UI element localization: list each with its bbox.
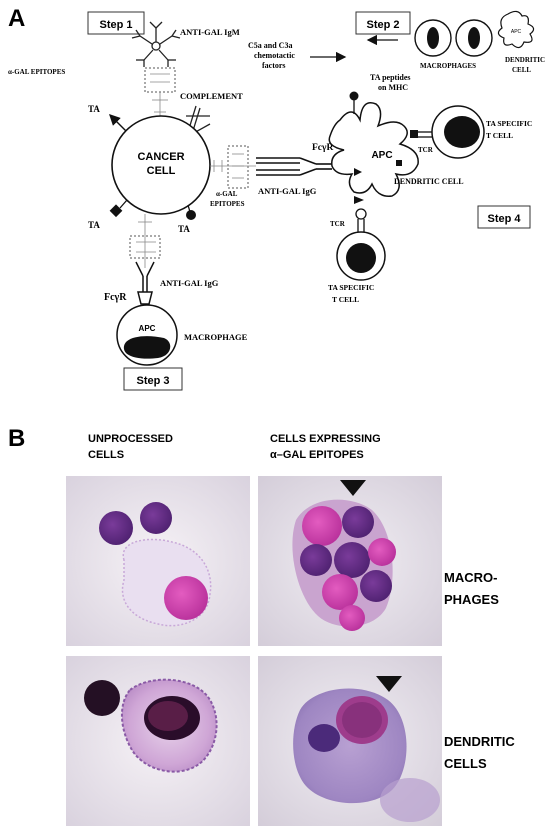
step3-label: Step 3 (136, 375, 169, 387)
c5a-line2: chemotactic (254, 51, 295, 60)
tcr-label-lower: TCR (330, 220, 346, 228)
step2-box: Step 2 (355, 11, 411, 35)
ta-arrow-marker (109, 114, 127, 132)
small-dc-apc-label: APC (511, 29, 522, 35)
ta-label-topleft: TA (88, 104, 100, 114)
tcr-label-right: TCR (418, 146, 434, 154)
ta-peptides-line2: on MHC (378, 83, 408, 92)
anti-gal-igm-label: ANTI-GAL IgM (180, 27, 240, 37)
ta-round-marker (186, 204, 196, 220)
tcr-contact-right (410, 130, 432, 138)
alpha-gal-epitope-cluster-low (129, 214, 161, 268)
ta-specific-t-cell-lower (336, 231, 386, 281)
cancer-cell: CANCER CELL (111, 115, 211, 215)
ta-specific-lower-2: T CELL (332, 295, 359, 304)
micrograph-alpha-gal-macrophages (258, 476, 442, 646)
alpha-gal-epitope-cluster-mid (210, 145, 256, 189)
ta-specific-lower-1: TA SPECIFIC (328, 283, 374, 292)
anti-gal-igg-label-mid: ANTI-GAL IgG (258, 186, 317, 196)
step4-box: Step 4 (477, 205, 531, 229)
fcgr-label-dc: FcγR (312, 143, 333, 153)
row1-label-line1: MACRO- (444, 570, 497, 585)
ta-label-bottomleft: TA (88, 220, 100, 230)
cancer-cell-label-line1: CANCER (137, 151, 184, 163)
dc-apc-label: APC (371, 150, 392, 161)
panel-a-letter: A (8, 5, 25, 32)
row2-label-line2: CELLS (444, 756, 487, 771)
ta-peptide-mhc-marker (349, 91, 359, 101)
c5a-line1: C5a and C3a (248, 41, 292, 50)
col2-header-line2: α–GAL EPITOPES (270, 449, 364, 461)
ta-specific-right-1: TA SPECIFIC (486, 119, 532, 128)
small-dendritic-cell-icon: APC (497, 10, 535, 49)
tcr-contact-lower (354, 196, 367, 232)
row2-label-line1: DENDRITIC (444, 734, 515, 749)
c5a-line3: factors (262, 61, 286, 70)
macrophage-apc-label: APC (139, 324, 156, 333)
igm-pentamer-icon (131, 21, 181, 67)
macrophage-label: MACROPHAGE (184, 332, 248, 342)
dendritic-cell-label: DENDRITIC CELL (394, 177, 464, 186)
ta-square-marker (109, 199, 128, 218)
igg-macrophage-icon (135, 261, 155, 305)
igg-dendritic-icon (256, 157, 332, 176)
step2-label: Step 2 (366, 19, 399, 31)
alpha-gal-mid-label-1: α-GAL (216, 190, 238, 198)
micrograph-unprocessed-dendritic (66, 656, 250, 826)
ta-label-bottomright: TA (178, 224, 190, 234)
recruited-macrophages (414, 19, 493, 57)
ta-peptides-line1: TA peptides (370, 73, 411, 82)
dendritic-label-1: DENDRITIC (505, 56, 545, 64)
col2-header-line1: CELLS EXPRESSING (270, 433, 381, 445)
anti-gal-igg-label-low: ANTI-GAL IgG (160, 278, 219, 288)
row1-label-line2: PHAGES (444, 592, 499, 607)
arrowhead-marker-macrophage (340, 480, 366, 496)
arrowhead-marker-dendritic (376, 676, 402, 692)
macrophages-label: MACROPHAGES (420, 62, 476, 70)
fcgr-label-macrophage: FcγR (104, 292, 127, 303)
step1-label: Step 1 (99, 19, 132, 31)
col1-header-line2: CELLS (88, 449, 124, 461)
micrograph-unprocessed-macrophages (66, 476, 250, 646)
ta-specific-t-cell-right (431, 105, 485, 159)
step4-label: Step 4 (487, 213, 521, 225)
complement-label: COMPLEMENT (180, 91, 243, 101)
ta-specific-right-2: T CELL (486, 131, 513, 140)
dendritic-label-2: CELL (512, 66, 531, 74)
step3-box: Step 3 (123, 367, 183, 391)
col1-header-line1: UNPROCESSED (88, 433, 173, 445)
alpha-gal-epitopes-top-label: α-GAL EPITOPES (8, 68, 65, 76)
cancer-cell-label-line2: CELL (147, 165, 176, 177)
panel-b-letter: B (8, 425, 25, 452)
macrophage-cell: APC (116, 304, 178, 366)
micrograph-alpha-gal-dendritic (258, 656, 442, 826)
step1-box: Step 1 (87, 11, 145, 35)
alpha-gal-mid-label-2: EPITOPES (210, 200, 245, 208)
dendritic-cell: APC (328, 102, 419, 197)
